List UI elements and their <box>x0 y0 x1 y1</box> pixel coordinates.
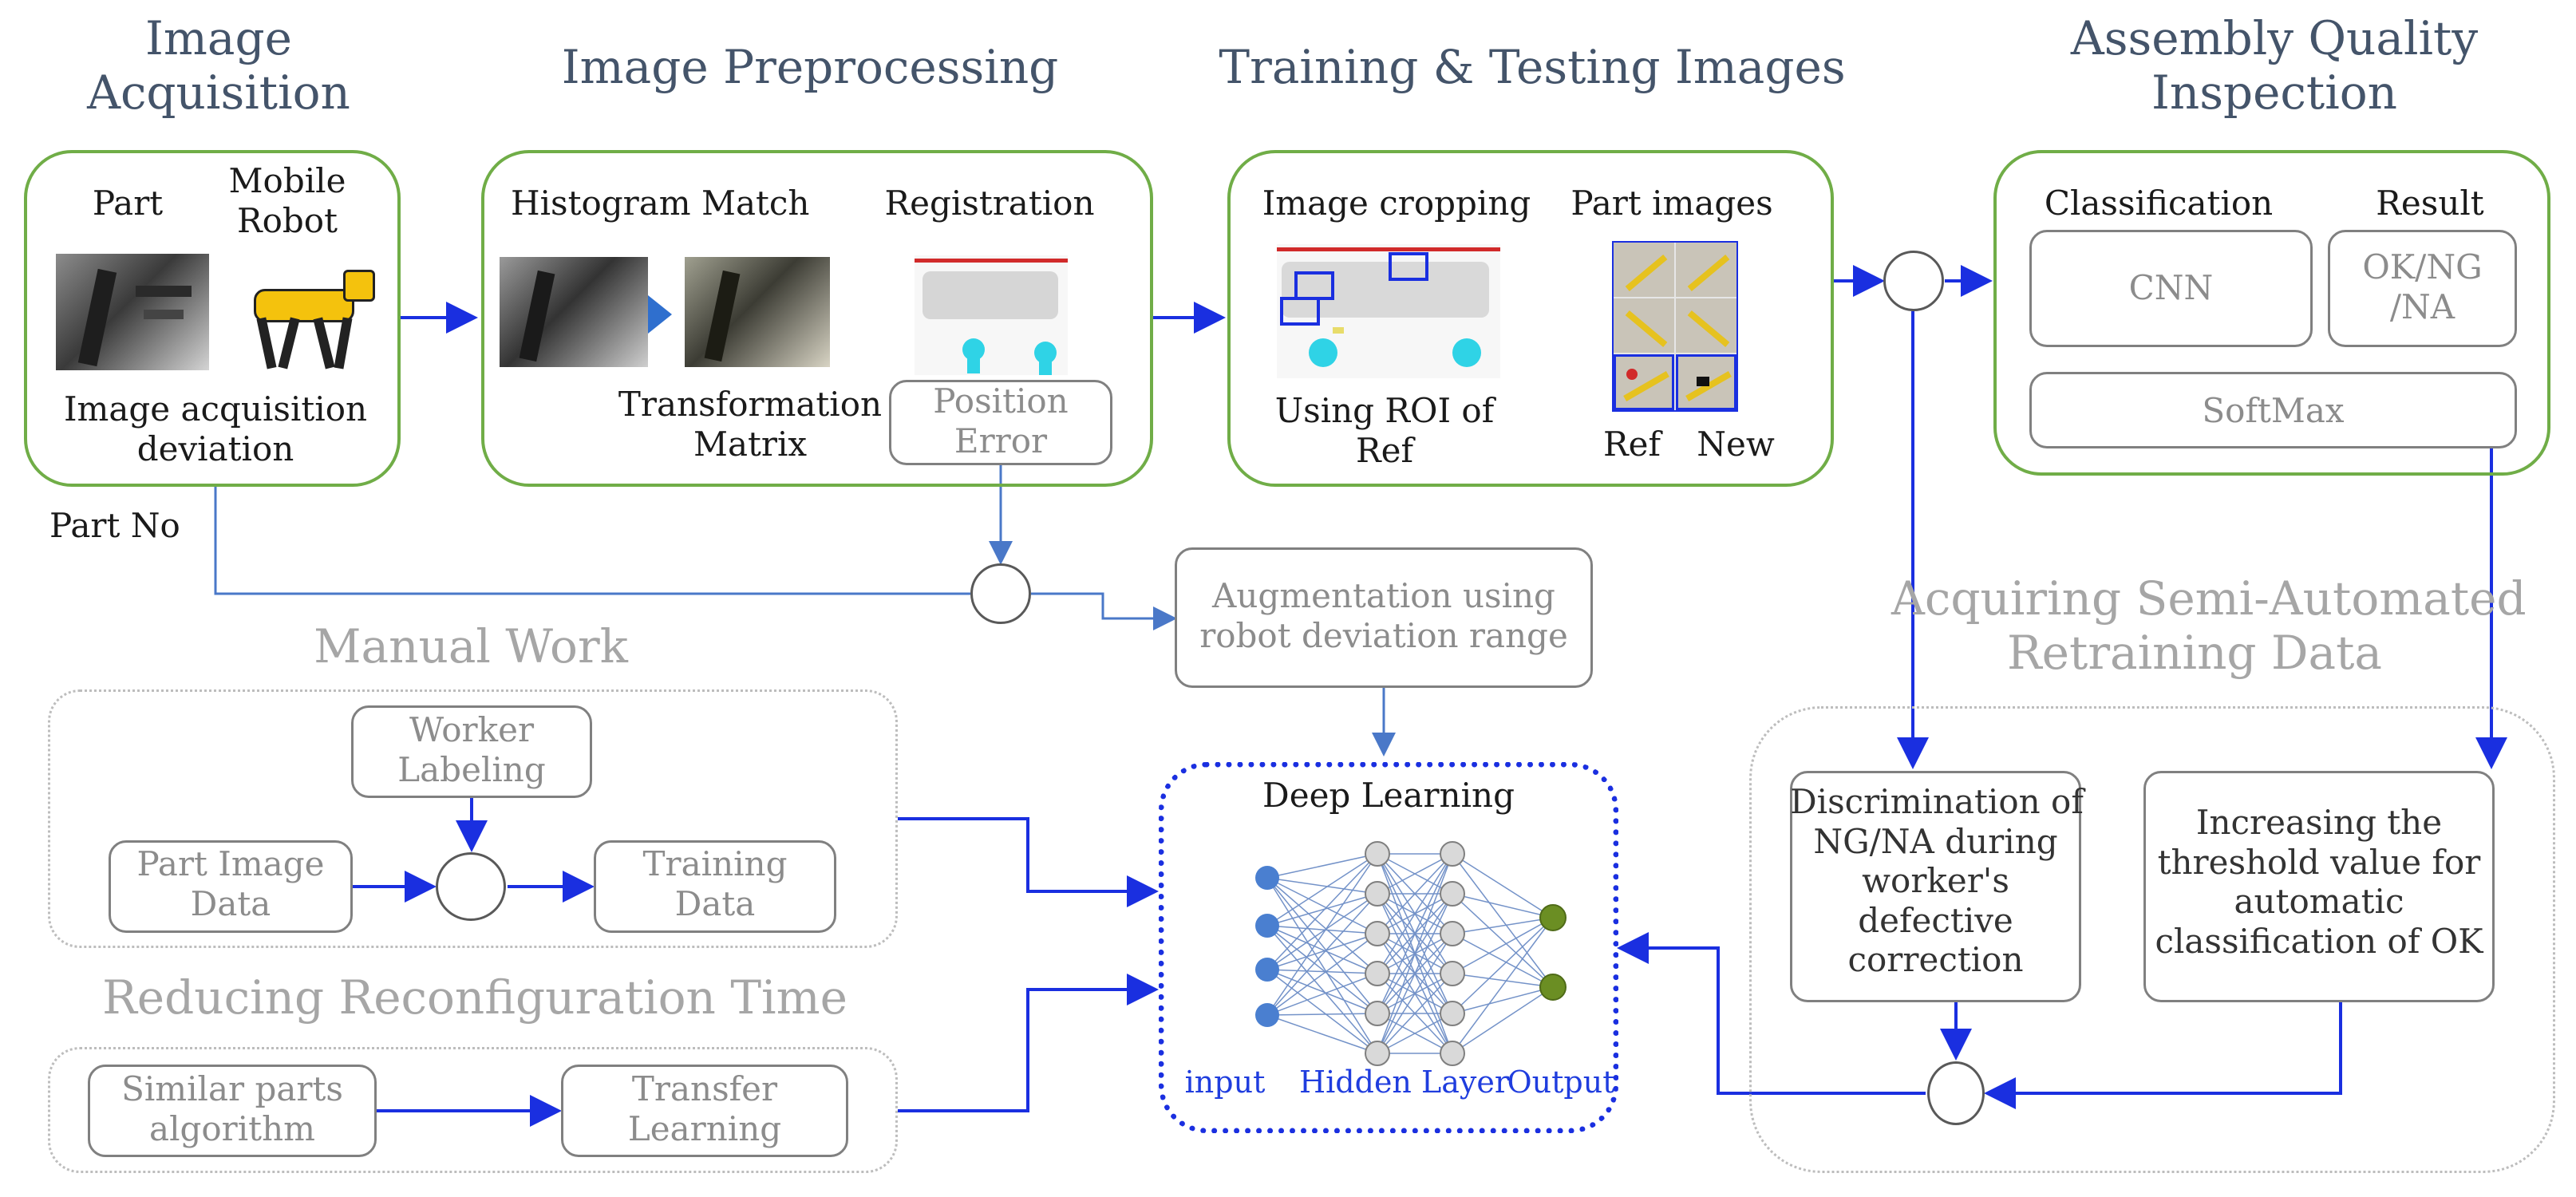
position-error-box <box>889 380 1112 465</box>
registration-label: Registration <box>884 184 1095 223</box>
transfer-learning-label: Transfer Learning <box>627 1069 782 1148</box>
augmentation-label: Augmentation using robot deviation range <box>1199 576 1568 655</box>
arrow-reducing-to-deep-learning <box>898 974 1159 1112</box>
deep-learning-panel <box>1159 762 1618 1133</box>
threshold-box <box>2143 771 2495 1002</box>
result-box <box>2328 230 2517 347</box>
training-data-box <box>594 840 836 933</box>
arrow-manual-to-deep-learning <box>898 817 1159 907</box>
softmax-label: SoftMax <box>2202 391 2345 430</box>
ref-label: Ref <box>1602 425 1661 464</box>
discrimination-label: Discrimination of NG/NA during worker's … <box>1790 782 2084 980</box>
junction-node-augmentation <box>970 563 1031 624</box>
cnn-label: CNN <box>2128 268 2214 307</box>
part-image-data-box <box>109 840 353 933</box>
threshold-label: Increasing the threshold value for autom… <box>2155 803 2483 961</box>
header-image-preprocessing: Image Preprocessing <box>561 40 1059 94</box>
part-label: Part <box>92 184 164 223</box>
junction-node-manual <box>436 852 506 921</box>
header-image-acquisition: Image Acquisition <box>87 11 350 120</box>
line-partno-to-junction <box>214 487 970 595</box>
softmax-box <box>2029 372 2517 448</box>
junction-node-inspection <box>1883 251 1944 311</box>
header-reducing-reconfiguration: Reducing Reconfiguration Time <box>102 970 847 1025</box>
transformation-matrix-label: Transformation Matrix <box>618 385 883 464</box>
output-layer-label: Output <box>1507 1065 1615 1100</box>
arrow-merge-to-deep-learning <box>1617 932 1926 1095</box>
preprocessing-panel <box>481 150 1153 487</box>
result-label: Result <box>2376 184 2484 223</box>
acquisition-deviation-label: Image acquisition deviation <box>63 389 368 468</box>
histogram-matched-image <box>685 257 830 367</box>
part-image-data-label: Part Image Data <box>136 844 325 923</box>
worker-labeling-box <box>351 705 592 798</box>
arrow-junction-to-augmentation <box>1031 592 1177 630</box>
position-error-label: Position Error <box>933 381 1069 460</box>
histogram-arrow-shaft <box>648 305 659 324</box>
cnn-box <box>2029 230 2313 347</box>
histogram-source-image <box>500 257 648 367</box>
part-images-grid <box>1612 241 1738 412</box>
acquisition-panel <box>24 150 401 487</box>
histogram-match-label: Histogram Match <box>511 184 810 223</box>
training-testing-panel <box>1227 150 1834 487</box>
hidden-layer-label: Hidden Layer <box>1299 1065 1509 1100</box>
similar-parts-label: Similar parts algorithm <box>121 1069 343 1148</box>
header-manual-work: Manual Work <box>314 619 628 674</box>
cropping-roi-image <box>1277 244 1500 378</box>
manual-work-panel <box>48 689 898 948</box>
header-semi-automated-retraining: Acquiring Semi-Automated Retraining Data <box>1891 571 2527 681</box>
junction-node-retraining <box>1927 1061 1985 1125</box>
transfer-learning-box <box>561 1065 848 1157</box>
training-data-label: Training Data <box>642 844 788 923</box>
header-assembly-quality-inspection: Assembly Quality Inspection <box>2070 11 2479 120</box>
mobile-robot-illustration <box>231 254 375 375</box>
header-training-testing: Training & Testing Images <box>1219 40 1846 94</box>
part-no-label: Part No <box>49 506 180 545</box>
input-layer-label: input <box>1184 1065 1266 1100</box>
semi-automated-panel <box>1749 706 2555 1173</box>
inspection-panel <box>1993 150 2550 476</box>
deep-learning-title: Deep Learning <box>1262 776 1515 815</box>
augmentation-box <box>1175 547 1593 688</box>
worker-labeling-label: Worker Labeling <box>397 710 546 789</box>
mobile-robot-label: Mobile Robot <box>228 161 346 240</box>
new-label: New <box>1697 425 1775 464</box>
reducing-reconfiguration-panel <box>48 1047 898 1173</box>
classification-label: Classification <box>2044 184 2274 223</box>
image-cropping-label: Image cropping <box>1262 184 1531 223</box>
similar-parts-box <box>88 1065 377 1157</box>
registration-image <box>915 255 1068 375</box>
arrow-threshold-to-merge <box>1984 1002 2342 1109</box>
part-images-label: Part images <box>1570 184 1773 223</box>
result-value: OK/NG /NA <box>2362 247 2483 326</box>
part-photo <box>56 254 209 370</box>
discrimination-box <box>1790 771 2081 1002</box>
using-roi-label: Using ROI of Ref <box>1274 391 1495 470</box>
